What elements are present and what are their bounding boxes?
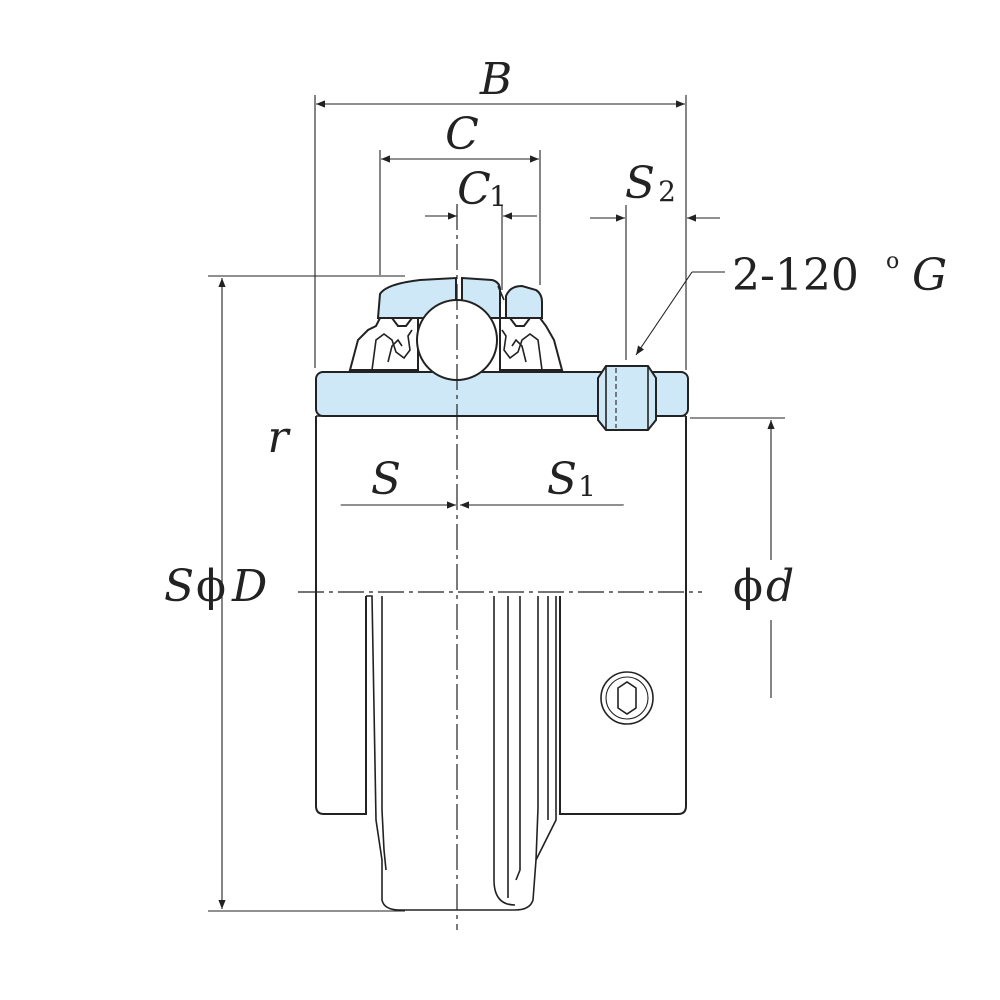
outer-ring-band: [315, 371, 689, 417]
label-S2-sub: 2: [658, 175, 676, 208]
center-lines: [298, 204, 702, 930]
label-S1-sub: 1: [578, 470, 596, 503]
label-SD-D: D: [231, 561, 267, 612]
label-C1: C: [457, 164, 491, 215]
label-G: G: [912, 250, 947, 301]
label-d-phi: ϕ: [733, 561, 763, 612]
inner-ring: [315, 415, 687, 911]
label-C: C: [445, 109, 479, 160]
label-S1: S: [547, 454, 577, 505]
label-S: S: [371, 454, 401, 505]
label-S2: S: [625, 158, 655, 209]
dimension-labels: B C C 1 S 2 2-120 o G r S S 1 S ϕ D ϕ d: [164, 54, 947, 612]
label-C1-sub: 1: [489, 180, 507, 213]
leader-G-arrow: [635, 271, 693, 356]
set-screw: [597, 365, 657, 431]
set-screw-socket: [600, 671, 654, 725]
label-G-prefix: 2-120: [732, 250, 859, 301]
label-r: r: [267, 412, 291, 463]
extension-lines: [208, 95, 785, 912]
label-B: B: [479, 54, 512, 105]
label-SD-S: S: [164, 561, 194, 612]
label-G-degree: o: [886, 249, 899, 274]
label-SD-phi: ϕ: [196, 561, 226, 612]
dimension-lines: [218, 100, 775, 909]
label-d: d: [766, 561, 794, 612]
